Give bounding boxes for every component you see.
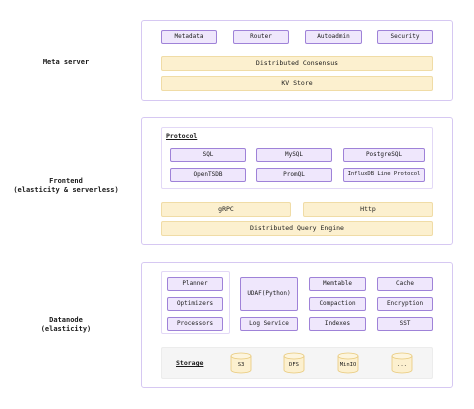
dfs-cylinder-icon [283, 352, 305, 374]
more-cylinder-icon [391, 352, 413, 374]
protocol-influxdb-box: InfluxDB Line Protocol [343, 168, 425, 182]
protocol-title: Protocol [166, 132, 198, 140]
optimizers-box: Optimizers [167, 297, 223, 311]
metadata-box: Metadata [161, 30, 217, 44]
datanode-label-line2: (elasticity) [40, 325, 92, 333]
dfs-cylinder: DFS [283, 352, 305, 374]
http-bar: Http [303, 202, 433, 217]
frontend-label: Frontend (elasticity & serverless) [0, 177, 132, 195]
distributed-consensus-bar: Distributed Consensus [161, 56, 433, 71]
minio-cylinder-icon [337, 352, 359, 374]
router-box: Router [233, 30, 289, 44]
meta-server-label-text: Meta server [42, 58, 90, 66]
frontend-label-line1: Frontend [49, 177, 83, 185]
memtable-box: Memtable [309, 277, 366, 291]
s3-label: S3 [237, 362, 245, 368]
meta-server-label: Meta server [0, 58, 132, 67]
udaf-python-box: UDAF(Python) [240, 277, 298, 311]
protocol-mysql-box: MySQL [256, 148, 332, 162]
s3-cylinder: S3 [230, 352, 252, 374]
protocol-promql-box: PromQL [256, 168, 332, 182]
more-label: ... [397, 362, 407, 368]
dfs-label: DFS [289, 362, 299, 368]
minio-label: MinIO [339, 362, 357, 368]
grpc-bar: gRPC [161, 202, 291, 217]
planner-box: Planner [167, 277, 223, 291]
indexes-box: Indexes [309, 317, 366, 331]
cache-box: Cache [377, 277, 433, 291]
protocol-postgresql-box: PostgreSQL [343, 148, 425, 162]
protocol-opentsdb-box: OpenTSDB [170, 168, 246, 182]
compaction-box: Compaction [309, 297, 366, 311]
log-service-box: Log Service [240, 317, 298, 331]
security-box: Security [377, 30, 433, 44]
kv-store-bar: KV Store [161, 76, 433, 91]
more-cylinder: ... [391, 352, 413, 374]
processors-box: Processors [167, 317, 223, 331]
minio-cylinder: MinIO [337, 352, 359, 374]
sst-box: SST [377, 317, 433, 331]
storage-title: Storage [176, 359, 204, 367]
encryption-box: Encryption [377, 297, 433, 311]
autoadmin-box: Autoadmin [305, 30, 362, 44]
datanode-label: Datanode (elasticity) [0, 316, 132, 334]
s3-cylinder-icon [230, 352, 252, 374]
datanode-label-line1: Datanode [49, 316, 83, 324]
frontend-label-line2: (elasticity & serverless) [13, 186, 119, 194]
distributed-query-engine-bar: Distributed Query Engine [161, 221, 433, 236]
protocol-sql-box: SQL [170, 148, 246, 162]
